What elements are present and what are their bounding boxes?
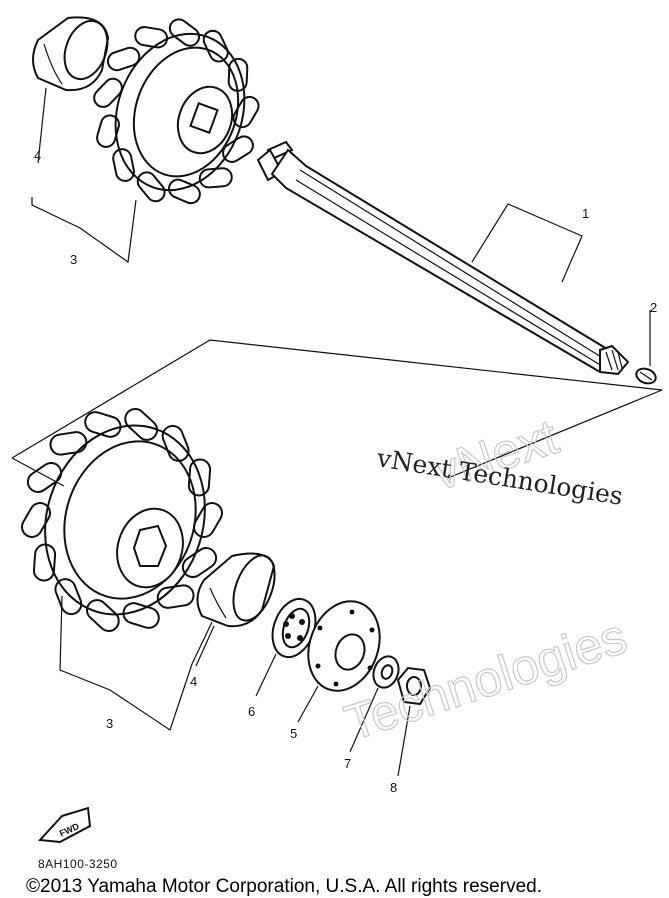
sprocket-top-peg	[93, 77, 123, 108]
sprocket-top-peg	[227, 57, 249, 92]
spacer-ring-top	[32, 16, 110, 92]
callout-8: 8	[390, 780, 397, 795]
spacer-ring-bottom	[196, 552, 276, 628]
sprocket-top-peg	[202, 29, 229, 63]
sprocket-bottom-peg	[32, 543, 57, 582]
nut	[396, 666, 432, 706]
sprocket-wheel-top	[93, 18, 260, 205]
callout-6: 6	[248, 704, 255, 719]
sprocket-bottom-peg	[54, 578, 83, 616]
sprocket-bottom-peg	[26, 461, 63, 493]
sprocket-top-peg	[167, 178, 201, 205]
sprocket-wheel-bottom	[21, 408, 224, 632]
callout-4-bottom: 4	[190, 674, 197, 689]
sprocket-top-peg	[168, 18, 201, 47]
sprocket-bottom-peg	[49, 431, 88, 456]
copyright-notice: ©2013 Yamaha Motor Corporation, U.S.A. A…	[26, 876, 542, 897]
sprocket-top-peg	[112, 148, 136, 182]
washer	[372, 655, 400, 689]
sprocket-bottom-peg	[84, 411, 122, 438]
drive-shaft	[256, 140, 630, 376]
sprocket-bottom-peg	[193, 502, 224, 538]
sprocket-bottom-peg	[124, 408, 159, 441]
callout-7: 7	[344, 756, 351, 771]
callout-3-bottom: 3	[106, 716, 113, 731]
sprocket-top-peg	[106, 46, 141, 72]
callout-1: 1	[582, 206, 589, 221]
fwd-arrow-icon: FWD	[37, 806, 92, 844]
sprocket-top-peg	[134, 26, 169, 49]
shaft-plug	[635, 367, 657, 385]
flange-plate	[307, 600, 381, 692]
sprocket-bottom-peg	[85, 599, 120, 632]
sprocket-bottom-peg	[122, 602, 160, 629]
leader-lines	[11, 87, 663, 777]
callout-3-top: 3	[70, 252, 77, 267]
callout-4-top: 4	[34, 148, 41, 163]
callout-2: 2	[650, 300, 657, 315]
diagram-code: 8AH100-3250	[38, 857, 118, 871]
callout-5: 5	[290, 726, 297, 741]
